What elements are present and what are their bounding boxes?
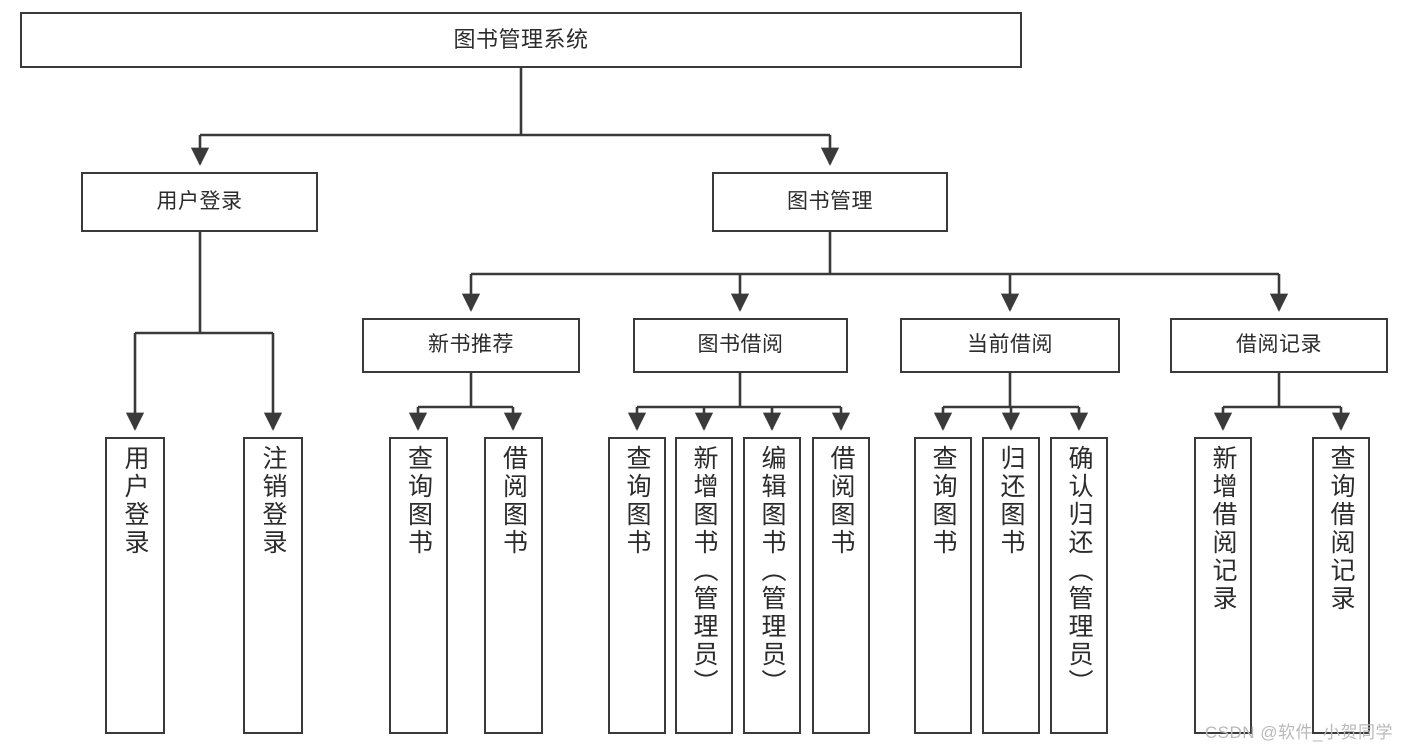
node-label: 借阅图书 <box>499 445 528 557</box>
leaf-query-book-borrow[interactable]: 查询图书 <box>608 437 666 734</box>
node-root-system[interactable]: 图书管理系统 <box>20 12 1022 68</box>
node-label: 查询图书 <box>623 445 651 557</box>
leaf-return-book[interactable]: 归还图书 <box>982 437 1040 734</box>
node-current-borrow[interactable]: 当前借阅 <box>900 318 1120 373</box>
leaf-user-login[interactable]: 用户登录 <box>105 437 165 734</box>
leaf-add-borrow-record[interactable]: 新增借阅记录 <box>1194 437 1252 734</box>
node-label: 新增借阅记录 <box>1209 445 1237 613</box>
node-new-book-recommend[interactable]: 新书推荐 <box>362 318 580 373</box>
node-label: 图书管理 <box>787 189 873 213</box>
node-user-login[interactable]: 用户登录 <box>81 172 318 232</box>
leaf-query-borrow-record[interactable]: 查询借阅记录 <box>1312 437 1370 734</box>
node-label: 查询图书 <box>404 445 433 557</box>
leaf-borrow-book-recommend[interactable]: 借阅图书 <box>484 437 543 734</box>
leaf-confirm-return-admin[interactable]: 确认归还（管理员） <box>1050 437 1108 734</box>
leaf-edit-book-admin[interactable]: 编辑图书（管理员） <box>743 437 801 734</box>
node-label: 查询借阅记录 <box>1327 445 1355 613</box>
node-label: 注销登录 <box>259 445 287 557</box>
leaf-borrow-book[interactable]: 借阅图书 <box>812 437 870 734</box>
node-label: 图书借阅 <box>697 333 784 357</box>
node-label: 用户登录 <box>156 189 243 213</box>
leaf-logout[interactable]: 注销登录 <box>243 437 303 734</box>
node-label: 借阅图书 <box>827 445 855 557</box>
node-label: 用户登录 <box>121 445 149 557</box>
node-book-borrow[interactable]: 图书借阅 <box>633 318 848 373</box>
node-label: 图书管理系统 <box>453 27 589 53</box>
node-book-management[interactable]: 图书管理 <box>712 172 948 232</box>
node-label: 归还图书 <box>997 445 1025 557</box>
node-borrow-record[interactable]: 借阅记录 <box>1170 318 1388 373</box>
node-label: 查询图书 <box>929 445 957 557</box>
leaf-add-book-admin[interactable]: 新增图书（管理员） <box>675 437 733 734</box>
node-label: 当前借阅 <box>967 333 1053 357</box>
leaf-query-book-recommend[interactable]: 查询图书 <box>389 437 448 734</box>
node-label: 新增图书（管理员） <box>690 445 718 697</box>
node-label: 新书推荐 <box>428 333 514 357</box>
node-label: 编辑图书（管理员） <box>758 445 786 697</box>
leaf-query-book-current[interactable]: 查询图书 <box>914 437 972 734</box>
node-label: 借阅记录 <box>1236 333 1322 357</box>
node-label: 确认归还（管理员） <box>1065 445 1093 697</box>
watermark: CSDN @软件_小贺同学 <box>1204 723 1393 742</box>
